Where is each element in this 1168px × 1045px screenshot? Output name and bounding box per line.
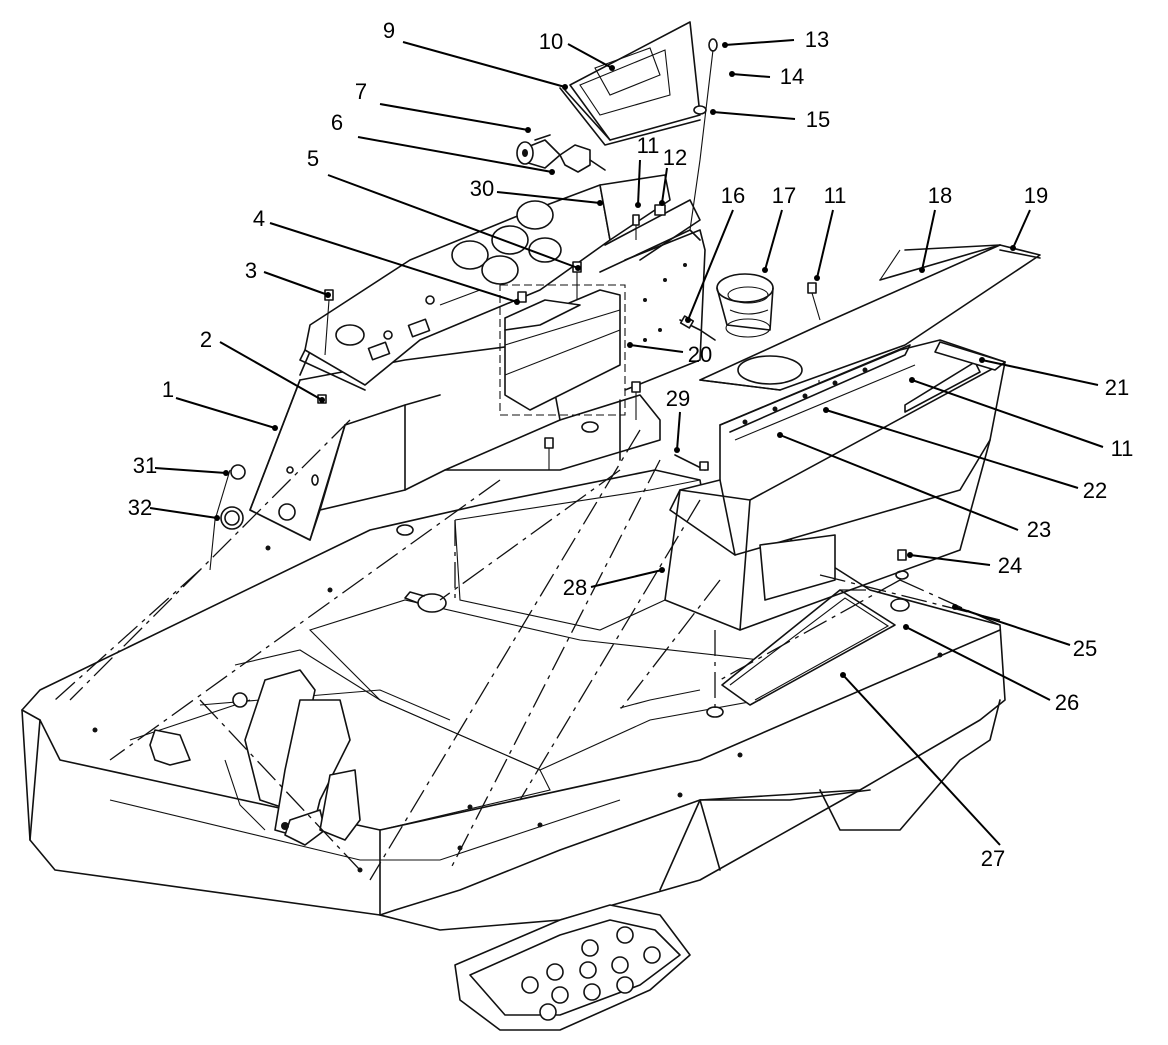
callout-labels: 1 2 3 4 5 6 7 9 10 11 12 13 14 15 16 17 … [128,18,1134,871]
callout-28: 28 [563,575,587,600]
fastener-13-15 [689,38,718,231]
part-17-cup-holder [716,273,774,338]
callout-7: 7 [355,79,367,104]
callout-30: 30 [470,176,494,201]
callout-19: 19 [1024,183,1048,208]
callout-14: 14 [780,64,804,89]
callout-11-b: 11 [824,183,847,208]
hardware-fasteners [220,204,909,580]
right-console-pod [664,339,1006,631]
callout-15: 15 [806,107,830,132]
callout-11-c: 11 [1111,436,1134,461]
callout-4: 4 [253,206,265,231]
assembly-lines [54,419,1001,881]
callout-12: 12 [663,145,687,170]
callout-23: 23 [1027,517,1051,542]
callout-20: 20 [688,342,712,367]
callout-13: 13 [805,27,829,52]
callout-17: 17 [772,183,796,208]
instrument-panel [299,184,611,391]
callout-1: 1 [162,377,174,402]
callout-18: 18 [928,183,952,208]
left-console-pod [209,289,661,571]
callout-leaders [149,39,1104,846]
callout-3: 3 [245,258,257,283]
callout-31: 31 [133,453,157,478]
part-18-19-console-tray [699,244,1041,391]
callout-26: 26 [1055,690,1079,715]
callout-9: 9 [383,18,395,43]
callout-25: 25 [1073,636,1097,661]
callout-10: 10 [539,29,563,54]
center-console-upper [499,174,706,416]
callout-22: 22 [1083,478,1107,503]
callout-16: 16 [721,183,745,208]
chassis-floor-pan [21,421,1006,931]
callout-29: 29 [666,386,690,411]
callout-32: 32 [128,495,152,520]
callout-27: 27 [981,846,1005,871]
part-9-10-decal-plate [559,21,701,146]
callout-dots [214,42,1016,678]
callout-21: 21 [1105,375,1129,400]
callout-2: 2 [200,327,212,352]
callout-24: 24 [998,553,1022,578]
part-6-clip [559,144,606,173]
pedal-brackets [149,669,361,846]
callout-6: 6 [331,110,343,135]
footrest-plate [454,904,691,1031]
callout-11-a: 11 [637,133,660,158]
part-7-switch [516,134,561,169]
callout-5: 5 [307,146,319,171]
